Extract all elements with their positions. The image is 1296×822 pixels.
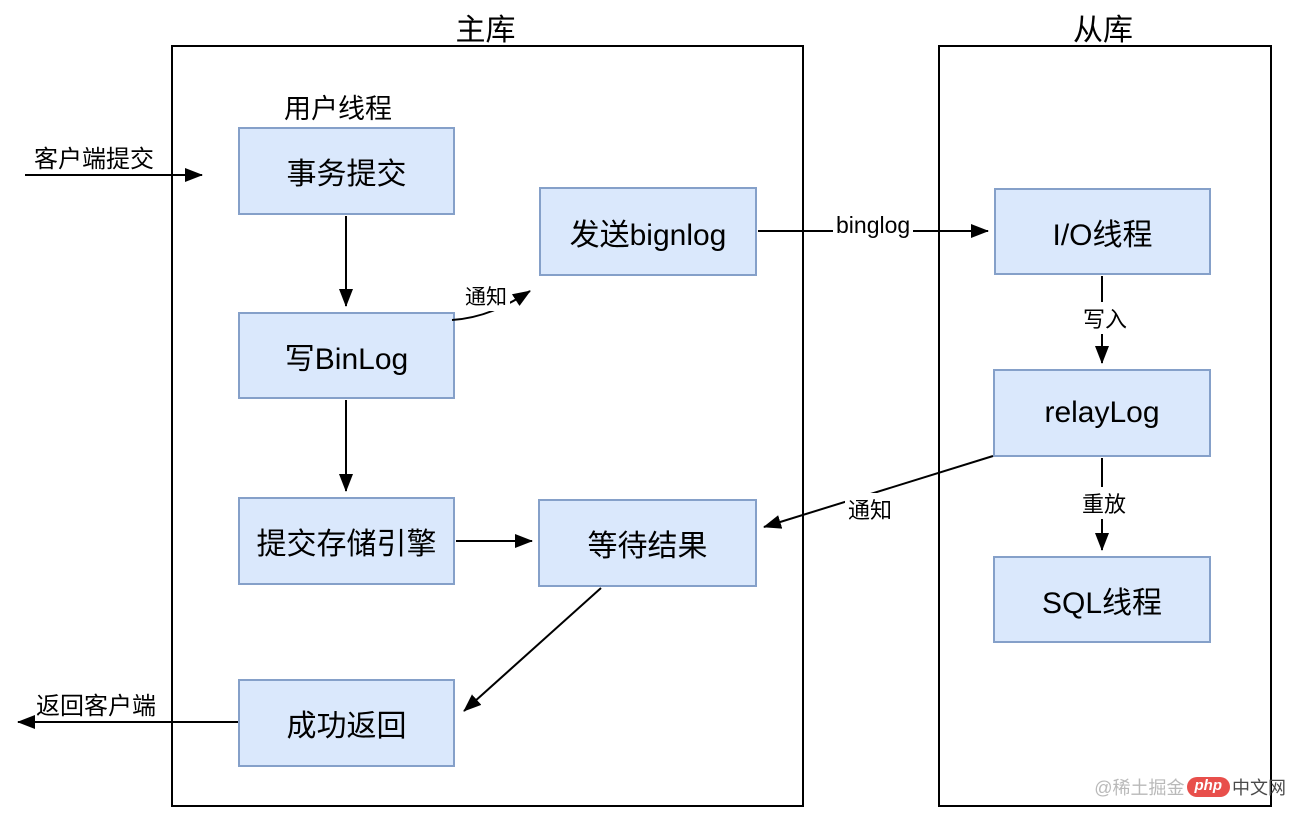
master-title: 主库 (455, 14, 516, 47)
watermark: @稀土掘金 php 中文网 (1094, 774, 1286, 800)
label-client-submit: 客户端提交 (34, 146, 154, 173)
node-relay-log: relayLog (993, 369, 1211, 457)
watermark-suffix: 中文网 (1232, 778, 1286, 798)
node-wait-result: 等待结果 (538, 499, 757, 587)
label-write-in: 写入 (1080, 302, 1131, 334)
slave-container (938, 45, 1272, 807)
node-sql-thread: SQL线程 (993, 556, 1211, 643)
node-send-binlog: 发送bignlog (539, 187, 757, 276)
node-success-return: 成功返回 (238, 679, 455, 767)
node-io-thread: I/O线程 (994, 188, 1211, 275)
node-write-binlog: 写BinLog (238, 312, 455, 399)
label-return-client: 返回客户端 (36, 693, 156, 720)
label-notify-wait: 通知 (845, 493, 896, 525)
label-replay: 重放 (1079, 487, 1130, 519)
watermark-prefix: @稀土掘金 (1094, 778, 1185, 798)
node-commit: 事务提交 (238, 127, 455, 215)
node-commit-engine: 提交存储引擎 (238, 497, 455, 585)
user-thread-label: 用户线程 (284, 94, 392, 124)
slave-title: 从库 (1073, 14, 1133, 47)
php-logo-badge: php (1186, 777, 1230, 797)
master-container (171, 45, 804, 807)
label-binglog: binglog (833, 212, 914, 239)
label-notify-binlog: 通知 (462, 281, 510, 311)
